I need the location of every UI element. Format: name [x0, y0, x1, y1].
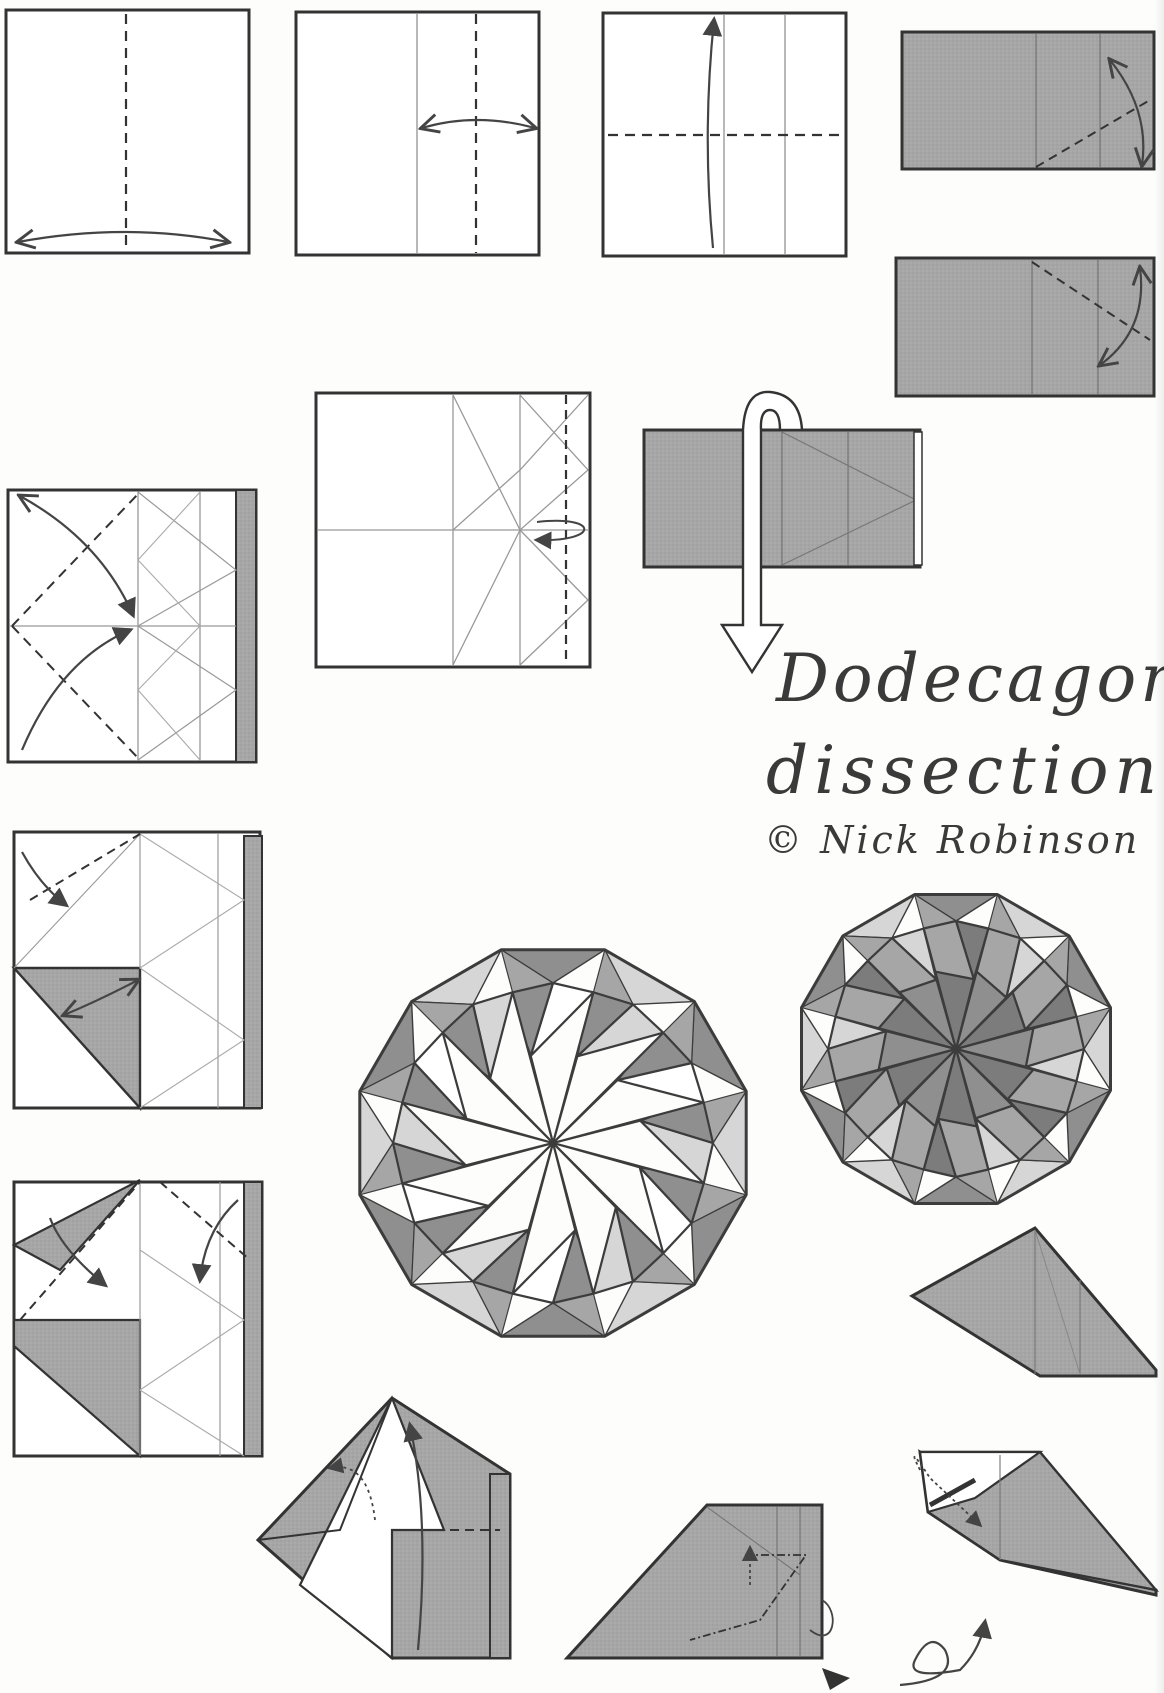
dodecagon-large: [360, 950, 746, 1336]
step-7-turn-over: [644, 392, 922, 672]
step-5-corner-fold-repeat: [896, 258, 1154, 396]
completed-unit: [912, 1228, 1156, 1376]
page-edge-shadow: [1154, 0, 1164, 1693]
step-6-edge-strip: [316, 393, 590, 667]
step-12-rotate: [567, 1505, 850, 1690]
step-11-tip-up: [258, 1398, 510, 1658]
step-1-vertical-fold: [6, 10, 249, 253]
title-line-2: dissection: [766, 732, 1163, 809]
step-4-corner-fold: [902, 32, 1154, 169]
title-line-1: Dodecagon: [776, 640, 1164, 717]
dodecagon-small: [802, 895, 1111, 1204]
step-10-flaps: [14, 1180, 262, 1456]
step-9-corners-in: [14, 832, 262, 1108]
step-8-diagonals: [8, 490, 256, 762]
credit-line: © Nick Robinson: [764, 818, 1140, 862]
step-14-tuck: [914, 1452, 1156, 1595]
step-3-horizontal-fold: [603, 13, 846, 256]
step-2-edge-to-centre: [296, 12, 539, 255]
rotate-over-icon: [900, 1622, 985, 1685]
